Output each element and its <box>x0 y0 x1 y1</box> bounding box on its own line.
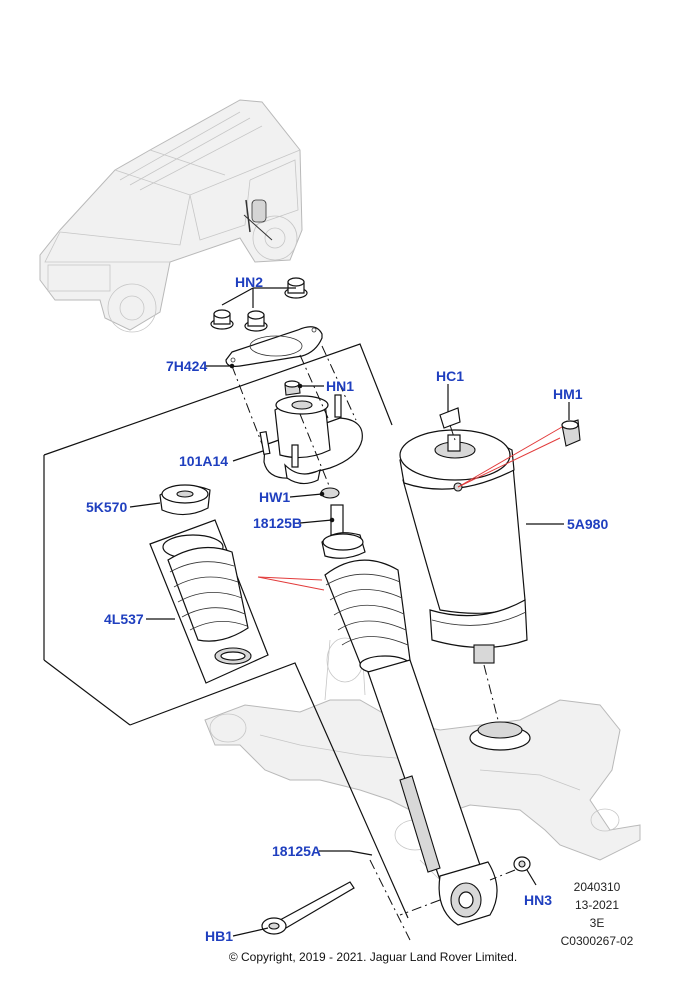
callout-hb1[interactable]: HB1 <box>205 928 233 944</box>
part-spring-seat <box>469 721 531 751</box>
callout-4l537[interactable]: 4L537 <box>104 611 144 627</box>
callout-7h424[interactable]: 7H424 <box>166 358 207 374</box>
part-gasket <box>225 326 323 367</box>
callout-5k570[interactable]: 5K570 <box>86 499 127 515</box>
part-damper <box>321 504 498 926</box>
vehicle-illustration <box>39 99 303 333</box>
part-clip <box>439 407 461 429</box>
meta-line-3: 3E <box>590 916 605 930</box>
part-dust-cover <box>162 534 252 665</box>
callout-hc1[interactable]: HC1 <box>436 368 464 384</box>
callout-hw1[interactable]: HW1 <box>259 489 290 505</box>
part-lower-bolt <box>261 881 355 935</box>
callout-hn3[interactable]: HN3 <box>524 892 552 908</box>
callout-18125b[interactable]: 18125B <box>253 515 302 531</box>
part-valve <box>561 419 581 447</box>
callout-5a980[interactable]: 5A980 <box>567 516 608 532</box>
part-lower-nut <box>513 856 531 872</box>
boot-kit-box <box>149 519 269 684</box>
copyright-text: © Copyright, 2019 - 2021. Jaguar Land Ro… <box>229 950 517 964</box>
meta-line-1: 2040310 <box>574 880 621 894</box>
callout-18125a[interactable]: 18125A <box>272 843 321 859</box>
callout-hn1[interactable]: HN1 <box>326 378 354 394</box>
vehicle-strut-highlight <box>243 199 273 241</box>
leader-lines <box>129 287 570 937</box>
part-flange-nuts <box>210 277 308 332</box>
highlight-lines <box>257 426 563 591</box>
callout-101a14[interactable]: 101A14 <box>179 453 228 469</box>
callout-hn2[interactable]: HN2 <box>235 274 263 290</box>
part-air-spring <box>399 429 528 664</box>
callout-hm1[interactable]: HM1 <box>553 386 583 402</box>
kit-outline-box <box>43 343 409 919</box>
part-top-mount <box>259 380 363 485</box>
part-bump-stop <box>159 484 211 516</box>
meta-line-2: 13-2021 <box>575 898 619 912</box>
meta-line-4: C0300267-02 <box>561 934 634 948</box>
